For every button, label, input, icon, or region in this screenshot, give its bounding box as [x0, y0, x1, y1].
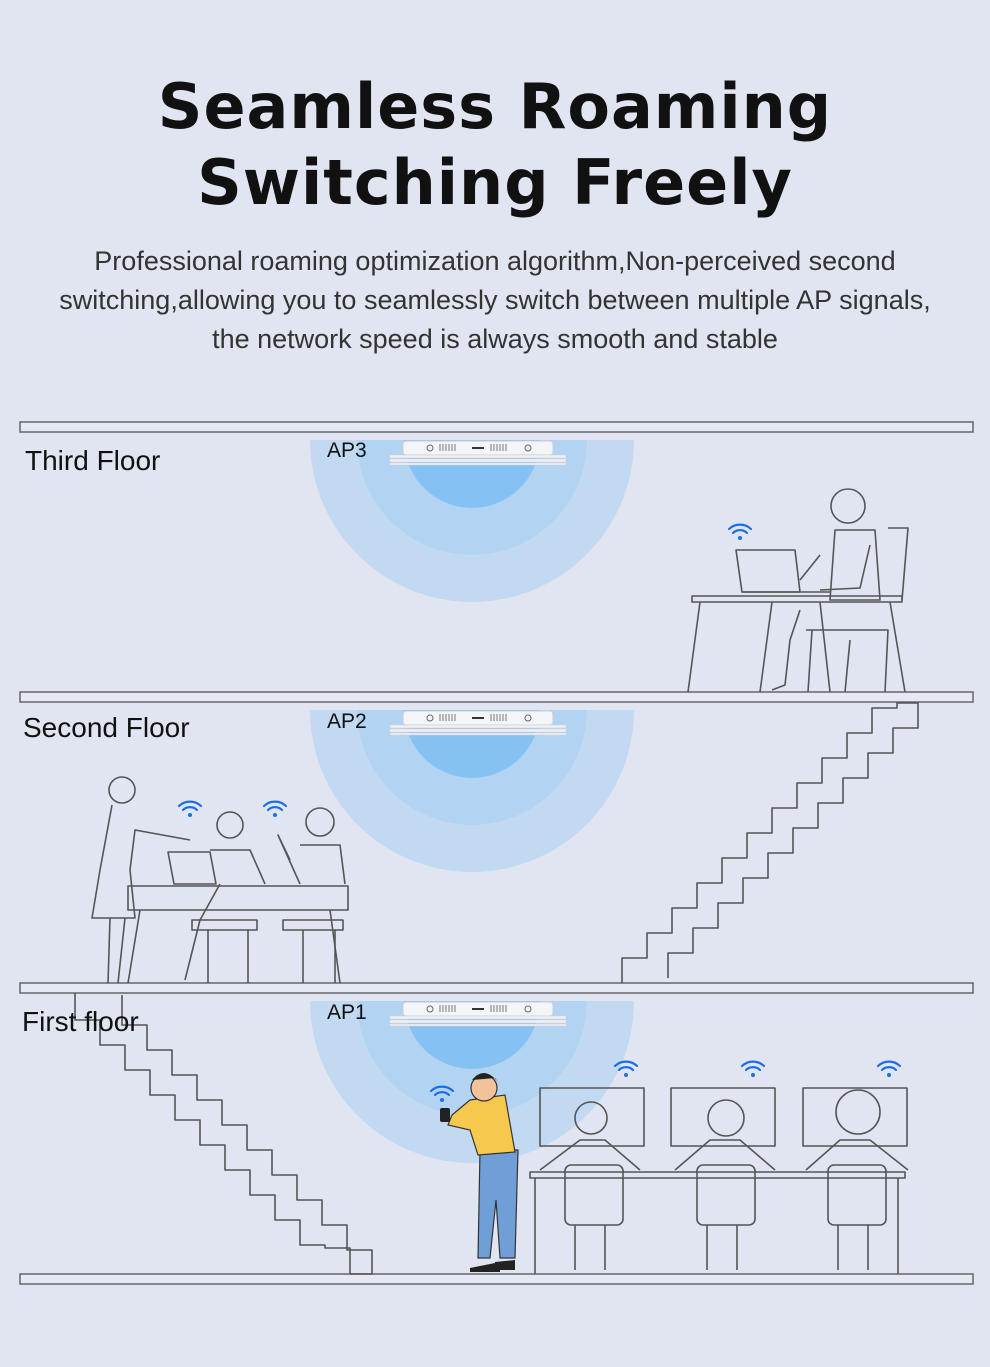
- wifi-icon: [727, 523, 753, 542]
- access-point-ap3: [389, 440, 567, 466]
- ap-label-ap3: AP3: [327, 439, 367, 462]
- staircase-to-third-floor: [621, 702, 919, 983]
- staircase-to-second-floor: [74, 993, 373, 1275]
- person-with-phone-illustration: [440, 1072, 519, 1272]
- access-point-ap2: [389, 710, 567, 736]
- workstations-illustration: [529, 1087, 909, 1274]
- subtitle-line-1: Professional roaming optimization algori…: [94, 246, 896, 276]
- meeting-group-illustration: [91, 776, 349, 984]
- ceiling-slab: [19, 421, 974, 433]
- access-point-ap1: [389, 1001, 567, 1027]
- floor-label-third: Third Floor: [25, 445, 161, 476]
- office-worker-illustration: [687, 488, 909, 693]
- subtitle: Professional roaming optimization algori…: [40, 242, 950, 359]
- slab-second-floor: [19, 982, 974, 994]
- wifi-icon: [177, 800, 203, 819]
- wifi-icon: [876, 1060, 902, 1079]
- wifi-icon: [613, 1060, 639, 1079]
- floor-label-first: First floor: [22, 1006, 139, 1037]
- title-line-1: Seamless Roaming: [157, 70, 833, 143]
- ap-label-ap1: AP1: [327, 1001, 367, 1024]
- wifi-icon: [740, 1060, 766, 1079]
- subtitle-line-2: switching,allowing you to seamlessly swi…: [59, 285, 931, 315]
- ap-label-ap2: AP2: [327, 710, 367, 733]
- slab-first-floor: [19, 1273, 974, 1285]
- wifi-icon: [262, 800, 288, 819]
- title-line-2: Switching Freely: [197, 146, 793, 219]
- floor-label-second: Second Floor: [23, 712, 190, 743]
- slab-third-floor: [19, 691, 974, 703]
- subtitle-line-3: the network speed is always smooth and s…: [212, 324, 778, 354]
